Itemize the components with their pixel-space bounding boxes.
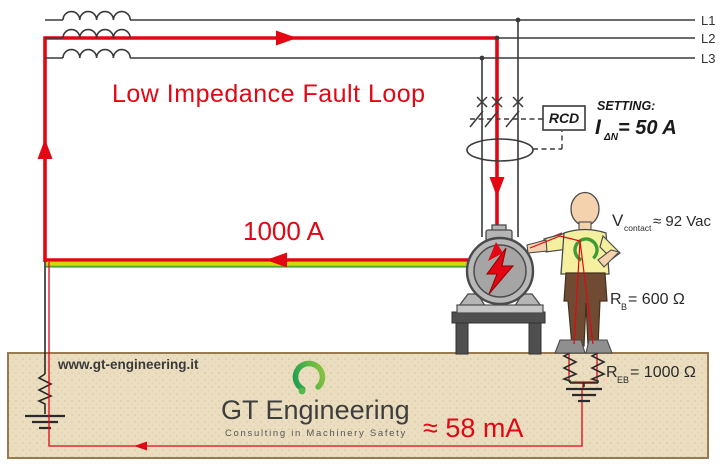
body-current-arrow: [134, 441, 147, 451]
pe-conductor: [46, 262, 468, 268]
vcontact-subscript: contact: [624, 223, 652, 233]
person: [526, 191, 621, 354]
person-shoe-right: [585, 339, 613, 354]
rcd-current-symbol: I: [595, 116, 602, 139]
phase-label-l3: L3: [701, 51, 715, 66]
phase-lines: [130, 19, 695, 237]
rcd-current-subscript: ΔN: [603, 132, 619, 143]
feet-earth-electrode: [561, 352, 606, 403]
gt-logo-icon: [292, 360, 326, 395]
company-name: GT Engineering: [221, 395, 410, 425]
rcd-setting-title: SETTING:: [597, 99, 655, 113]
ground-area: [7, 352, 709, 459]
rcd-box: RCD: [542, 105, 586, 131]
contact-voltage-label: V contact ≈ 92 Vac: [612, 211, 711, 233]
phase-label-l2: L2: [701, 31, 715, 46]
tap-junction-dots: [479, 17, 521, 61]
rcd-setting-value: I ΔN = 50 A: [595, 116, 677, 143]
motor: [456, 224, 544, 314]
current-transformer-ct: [466, 131, 563, 162]
company-tagline: Consulting in Machinery Safety: [225, 428, 407, 439]
reb-value: = 1000 Ω: [630, 364, 696, 381]
motor-table: [451, 311, 546, 355]
person-akimbo-forearm: [597, 249, 621, 268]
rb-symbol: R: [610, 291, 622, 308]
lightning-bolt-icon: [486, 247, 515, 295]
vcontact-symbol: V: [612, 211, 624, 230]
body-current-trace: [529, 235, 594, 345]
person-shirt: [560, 228, 610, 275]
current-direction-arrows: [37, 30, 505, 268]
shirt-logo-icon: [573, 237, 599, 263]
transformer-windings: [45, 10, 131, 59]
earth-resistance-label: R EB = 1000 Ω: [606, 364, 696, 385]
vcontact-value: ≈ 92 Vac: [653, 213, 711, 230]
diagram-title: Low Impedance Fault Loop: [112, 80, 426, 108]
website-text: www.gt-engineering.it: [57, 357, 199, 372]
reb-subscript: EB: [617, 375, 629, 385]
fault-entry-arrow: [488, 242, 503, 261]
body-resistance-label: R B = 600 Ω: [610, 291, 685, 312]
reb-symbol: R: [606, 364, 618, 381]
rb-value: = 600 Ω: [628, 291, 685, 308]
person-head: [570, 191, 600, 227]
fault-current-label: 1000 A: [243, 216, 325, 246]
transformer-earth-electrode: [25, 262, 65, 430]
rcd-current-value: = 50 A: [618, 117, 677, 139]
rb-subscript: B: [621, 302, 627, 312]
phase-label-l1: L1: [701, 13, 715, 28]
rcd-label: RCD: [549, 110, 579, 126]
body-current-label: ≈ 58 mA: [423, 413, 523, 443]
circuit-breaker: [469, 96, 543, 128]
person-shoe-left: [554, 339, 586, 354]
